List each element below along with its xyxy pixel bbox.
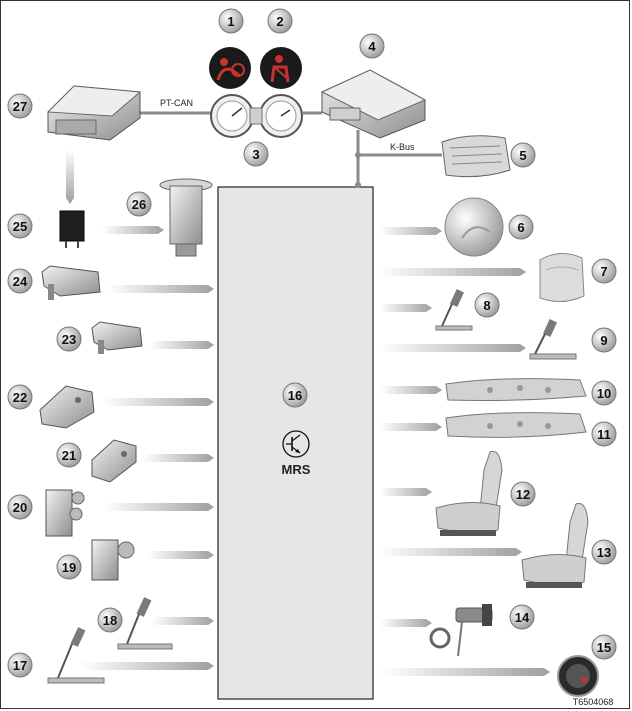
callout-17: 17 — [7, 652, 33, 678]
callout-14: 14 — [509, 604, 535, 630]
callout-16 — [282, 382, 308, 408]
callout-25: 25 — [7, 213, 33, 239]
bus-lines — [140, 111, 442, 188]
svg-text:21: 21 — [62, 448, 76, 463]
document-id: T6504068 — [573, 697, 614, 707]
belt-tensioner-front-right — [529, 319, 577, 360]
upfront-sensor-left — [41, 265, 101, 300]
satellite-sensor-b-pillar-left — [39, 385, 95, 429]
seat-occupancy-mat — [441, 135, 511, 178]
output-arrows — [380, 227, 550, 676]
svg-text:1: 1 — [227, 14, 234, 29]
belt-tensioner-rear-left — [47, 627, 105, 684]
callout-8: 8 — [474, 292, 500, 318]
callout-24: 24 — [7, 268, 33, 294]
belt-tensioner-rear-right — [117, 597, 173, 650]
steering-wheel-airbag — [444, 197, 504, 257]
airbag-off-switch — [557, 655, 599, 697]
callout-26: 26 — [126, 191, 152, 217]
svg-text:3: 3 — [252, 147, 259, 162]
seat-front-left — [435, 450, 503, 536]
callout-10: 10 — [591, 380, 617, 406]
battery-safety-terminal — [429, 604, 493, 657]
airbag-warning-icon — [220, 58, 228, 66]
k-bus-label: K-Bus — [390, 142, 415, 152]
callout-19: 19 — [56, 554, 82, 580]
callout-21: 21 — [56, 442, 82, 468]
belt-tensioner-front-left — [435, 289, 473, 331]
svg-text:15: 15 — [597, 640, 611, 655]
svg-text:4: 4 — [368, 39, 376, 54]
seatbelt-warning-light — [260, 47, 302, 89]
callout-12: 12 — [510, 481, 536, 507]
callout-23: 23 — [56, 326, 82, 352]
svg-text:26: 26 — [132, 197, 146, 212]
svg-text:19: 19 — [62, 560, 76, 575]
side-airbag-module-left — [45, 489, 85, 537]
svg-text:6: 6 — [517, 220, 524, 235]
callout-18: 18 — [97, 607, 123, 633]
upfront-sensor-right — [91, 321, 143, 354]
callout-13: 13 — [591, 539, 617, 565]
svg-text:17: 17 — [13, 658, 27, 673]
svg-text:9: 9 — [600, 333, 607, 348]
callout-4: 4 — [359, 33, 385, 59]
passenger-airbag — [539, 253, 585, 302]
svg-text:20: 20 — [13, 500, 27, 515]
fuel-pump-relay — [59, 210, 85, 248]
engine-control-unit — [46, 85, 142, 141]
callout-3: 3 — [243, 141, 269, 167]
callout-22: 22 — [7, 384, 33, 410]
head-airbag-right — [445, 412, 587, 438]
mrs-label: MRS — [282, 462, 311, 477]
callout-7: 7 — [591, 258, 617, 284]
callout-11: 11 — [591, 421, 617, 447]
svg-text:12: 12 — [516, 487, 530, 502]
pt-can-label: PT-CAN — [160, 98, 193, 108]
callout-2: 2 — [267, 8, 293, 34]
svg-text:10: 10 — [597, 386, 611, 401]
airbag-warning-light — [209, 47, 251, 89]
svg-text:13: 13 — [597, 545, 611, 560]
seatbelt-warning-icon — [275, 55, 283, 63]
svg-text:18: 18 — [103, 613, 117, 628]
head-airbag-left — [445, 378, 587, 401]
svg-text:8: 8 — [483, 298, 490, 313]
fuel-pump — [159, 178, 213, 257]
mrs-control-unit: 16 MRS — [217, 186, 374, 700]
callout-6: 6 — [508, 214, 534, 240]
svg-text:14: 14 — [515, 610, 530, 625]
callout-1: 1 — [218, 8, 244, 34]
callout-9: 9 — [591, 327, 617, 353]
callouts: 1 2 3 4 5 6 7 8 9 10 11 12 13 14 15 17 1… — [7, 8, 617, 678]
body-module — [320, 69, 427, 139]
svg-text:5: 5 — [519, 148, 526, 163]
svg-text:27: 27 — [13, 99, 27, 114]
seat-front-right — [521, 502, 589, 588]
satellite-sensor-b-pillar-right — [91, 439, 137, 483]
side-airbag-module-right — [91, 539, 135, 581]
svg-text:7: 7 — [600, 264, 607, 279]
svg-text:23: 23 — [62, 332, 76, 347]
transistor-icon — [282, 430, 310, 458]
callout-16-text: 16 — [288, 388, 302, 403]
svg-text:24: 24 — [13, 274, 28, 289]
callout-27: 27 — [7, 93, 33, 119]
input-arrows — [66, 150, 214, 670]
callout-20: 20 — [7, 494, 33, 520]
svg-text:2: 2 — [276, 14, 283, 29]
svg-text:22: 22 — [13, 390, 27, 405]
svg-text:25: 25 — [13, 219, 27, 234]
callout-15: 15 — [591, 634, 617, 660]
callout-5: 5 — [510, 142, 536, 168]
instrument-cluster — [210, 94, 303, 138]
svg-text:11: 11 — [597, 427, 611, 442]
